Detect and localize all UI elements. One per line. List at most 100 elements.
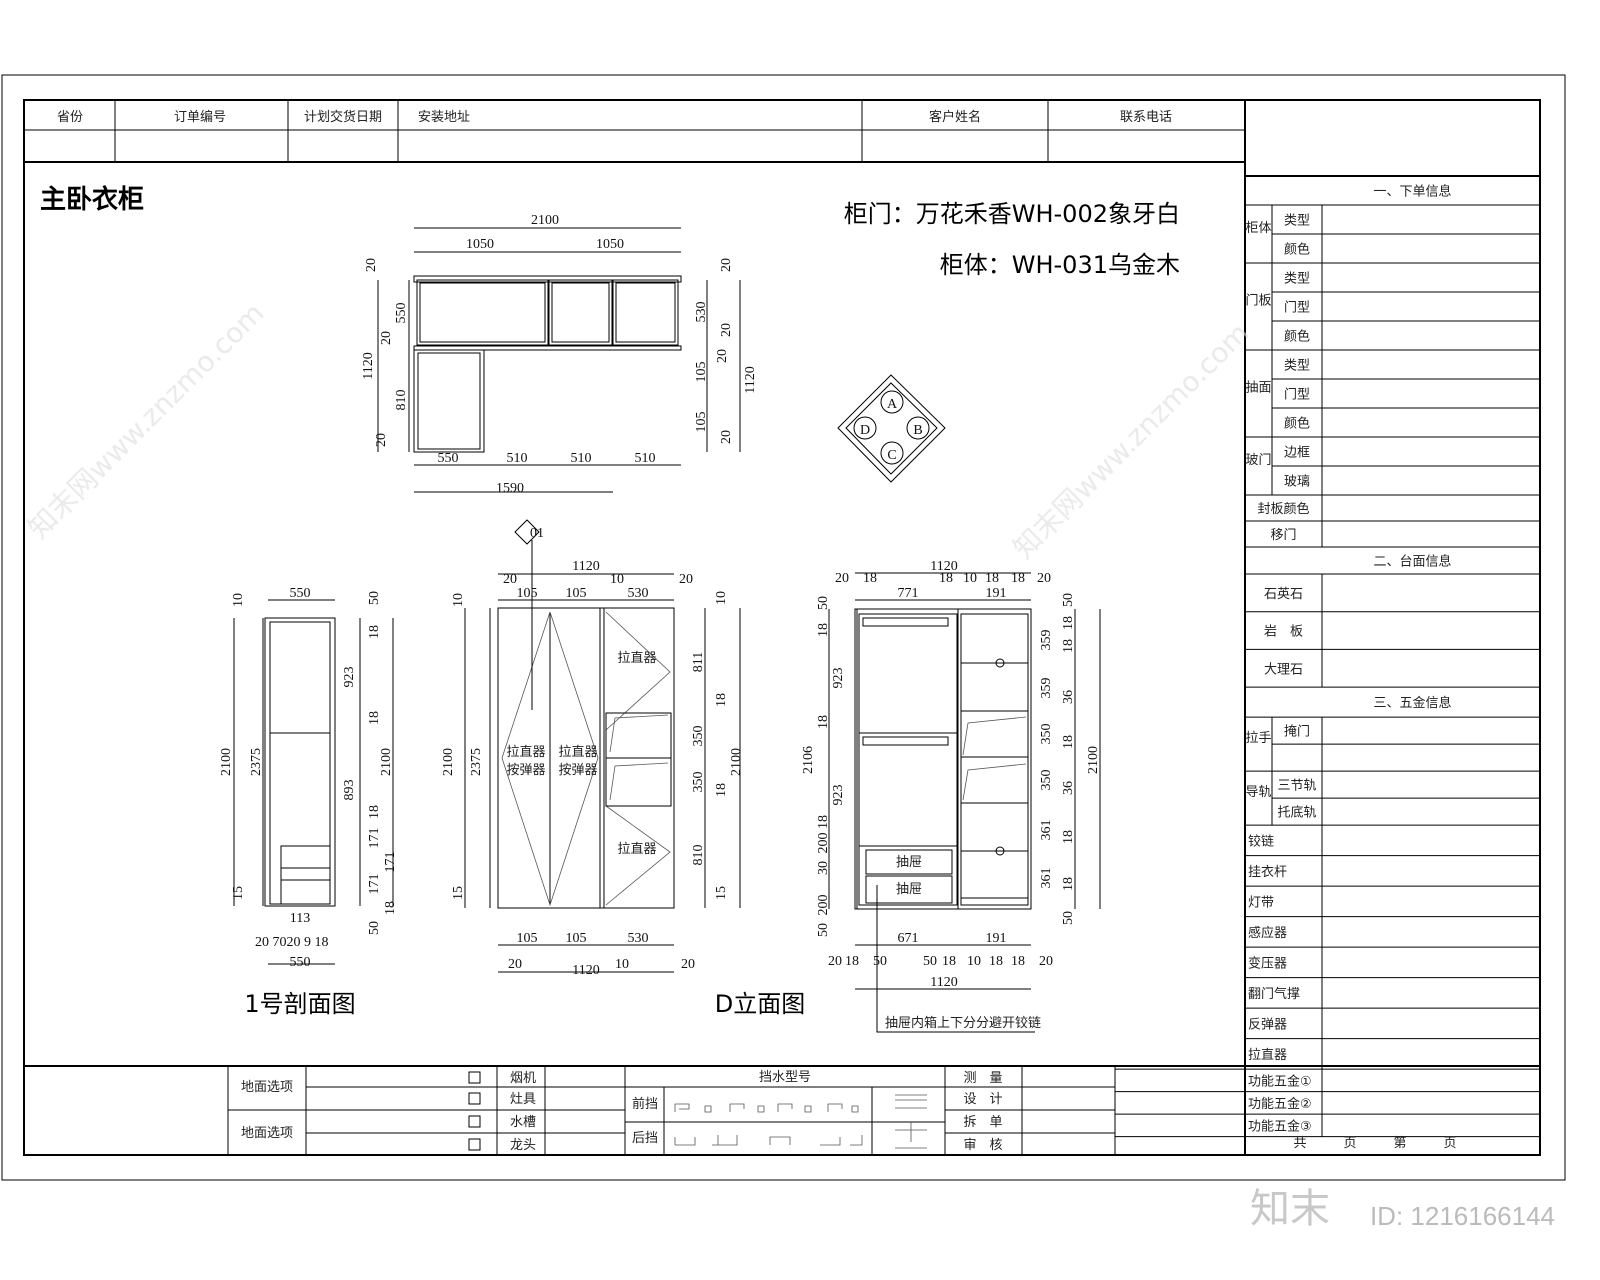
field-label: 颜色 [1284, 416, 1310, 432]
dim-section-depth-bottom: 550 [290, 955, 311, 970]
dim: 18 [1061, 830, 1076, 844]
dim: 18 [816, 623, 831, 637]
page-number-label: 第 [1393, 1136, 1406, 1151]
dim: 50 [923, 954, 937, 969]
dim: 1120 [743, 366, 758, 393]
dim: 20 [679, 572, 693, 587]
dim: 810 [394, 390, 409, 411]
dim: 105 [694, 362, 709, 383]
dim: 105 [517, 931, 538, 946]
field-label: 类型 [1284, 359, 1310, 374]
option-group-label: 地面选项 [241, 1126, 293, 1141]
field-label: 托底轨 [1277, 805, 1316, 821]
field-label: 颜色 [1284, 242, 1310, 258]
field-label: 掩门 [1284, 725, 1310, 740]
section-title: 一、下单信息 [1373, 184, 1451, 200]
hardware-label: 变压器 [1248, 955, 1287, 971]
watermark-text: 知末网www.znzmo.com [1007, 316, 1256, 565]
dim: 2100 [379, 748, 394, 776]
section-marker: 01 [530, 526, 544, 541]
dim: 20 [719, 430, 734, 444]
field-group: 柜体 [1245, 221, 1271, 236]
dim: 10 [615, 957, 629, 972]
watermark: 知末网www.znzmo.com 知末网www.znzmo.com [22, 296, 1256, 565]
dim: 171 [367, 828, 382, 849]
field-label: 门型 [1284, 301, 1310, 316]
compass-b: B [913, 423, 922, 438]
countertop-label: 石英石 [1264, 587, 1303, 602]
countertop-label: 岩 板 [1264, 625, 1303, 640]
dim: 50 [367, 921, 382, 935]
hardware-label: 铰链 [1248, 834, 1274, 849]
header-province: 省份 [57, 110, 83, 125]
dim: 771 [898, 586, 919, 601]
dim: 18 [714, 693, 729, 707]
signoff-label: 拆 单 [963, 1115, 1002, 1130]
dim: 18 [1011, 571, 1025, 586]
field-label: 边框 [1284, 446, 1310, 461]
dim-plan-b1: 550 [438, 451, 459, 466]
hardware-label: 功能五金② [1248, 1096, 1312, 1112]
dim: 105 [694, 412, 709, 433]
compass-c: C [887, 448, 896, 463]
dim: 550 [394, 303, 409, 324]
door-spec: 柜门：万花禾香WH-002象牙白 [844, 200, 1180, 228]
dim: 9 [304, 935, 311, 950]
dim: 18 [942, 954, 956, 969]
hardware-label: 功能五金③ [1248, 1118, 1312, 1134]
dim: 15 [714, 886, 729, 900]
dim: 171 [383, 852, 398, 873]
dim: 10 [967, 954, 981, 969]
dim: 18 [367, 805, 382, 819]
dim: 2375 [249, 748, 264, 776]
page-number-label: 页 [1443, 1136, 1456, 1151]
appliance-checkbox[interactable] [468, 1092, 481, 1105]
drawer-note: 抽屉内箱上下分分避开铰链 [885, 1015, 1041, 1031]
interior-elevation: 抽屉 抽屉 抽屉内箱上下分分避开铰链 1120 20 18 771 18 10 … [715, 559, 1101, 1033]
znzmo-logo: 知末 [1250, 1186, 1330, 1232]
dim: 200 [816, 833, 831, 854]
dim: 18 [367, 625, 382, 639]
dim: 20 [287, 935, 301, 950]
page-count-label: 页 [1343, 1136, 1356, 1151]
appliance-checkbox[interactable] [468, 1138, 481, 1151]
dim: 10 [610, 572, 624, 587]
drawer-label: 抽屉 [896, 855, 922, 870]
body-spec: 柜体：WH-031乌金木 [940, 251, 1180, 279]
door-label: 按弹器 [558, 763, 597, 778]
dim: 20 [719, 258, 734, 272]
dim: 671 [898, 931, 919, 946]
sheet-frame [1, 74, 1566, 1181]
dim-plan-left-half: 1050 [466, 237, 494, 252]
dim: 18 [816, 715, 831, 729]
dim: 1120 [572, 963, 599, 978]
dim: 350 [1039, 770, 1054, 791]
dim-plan-b2: 510 [507, 451, 528, 466]
appliance-checkbox[interactable] [468, 1115, 481, 1128]
field-group: 门板 [1245, 294, 1271, 309]
view-direction-compass: A B C D [837, 374, 946, 483]
dim: 18 [1061, 877, 1076, 891]
dim-plan-b3: 510 [571, 451, 592, 466]
flap-label: 拉直器 [617, 842, 656, 857]
appliance-label: 水槽 [510, 1115, 536, 1130]
dim-plan-total: 1590 [496, 481, 524, 496]
header-order-number: 订单编号 [174, 110, 226, 125]
dim: 2100 [729, 748, 744, 776]
appliance-label: 烟机 [510, 1071, 536, 1086]
dim: 1120 [930, 975, 957, 990]
dim: 20 [379, 331, 394, 345]
dim: 350 [691, 726, 706, 747]
dim: 20 [1039, 954, 1053, 969]
appliance-checkbox[interactable] [468, 1071, 481, 1084]
dim: 923 [831, 668, 846, 689]
appliance-label: 灶具 [510, 1092, 536, 1107]
dim: 113 [290, 911, 310, 926]
compass-d: D [860, 423, 870, 438]
image-id: ID: 1216166144 [1370, 1201, 1555, 1231]
front-elevation: 01 拉直器 按弹器 拉直器 按弹器 拉直器 拉直器 1120 20 105 1… [441, 519, 744, 978]
dim: 350 [1039, 724, 1054, 745]
signoff-label: 审 核 [963, 1138, 1002, 1153]
dim: 18 [816, 815, 831, 829]
dim: 20 [503, 572, 517, 587]
